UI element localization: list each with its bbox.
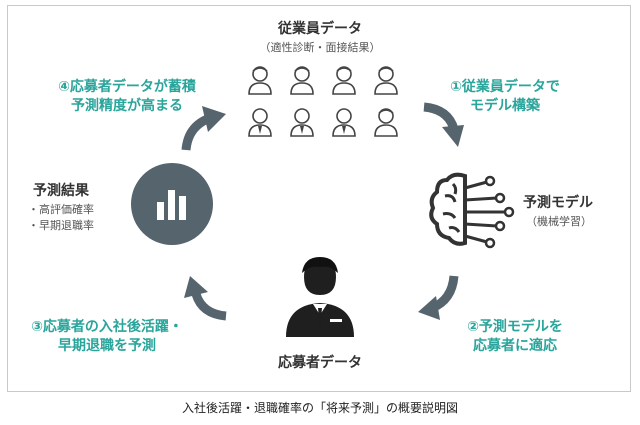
employee-data-title: 従業員データ xyxy=(278,21,362,37)
step1-line1: ①従業員データで xyxy=(450,79,560,95)
step4-line1: ④応募者データが蓄積 xyxy=(58,79,196,95)
result-item: ・高評価確率 xyxy=(28,203,94,216)
person-icon xyxy=(374,66,398,95)
step4-line2: 予測精度が高まる xyxy=(71,98,183,114)
step2-line1: ②予測モデルを xyxy=(467,319,563,335)
result-items: ・高評価確率 ・早期退職率 xyxy=(28,202,94,234)
arrow-top-left-icon xyxy=(181,106,226,151)
brain-network-icon xyxy=(429,172,515,249)
applicant-person-icon xyxy=(286,257,354,337)
person-suit-icon xyxy=(290,108,314,137)
model-title: 予測モデル xyxy=(523,195,593,211)
applicant-data-title: 応募者データ xyxy=(278,355,362,371)
person-suit-icon xyxy=(332,108,356,137)
step2-line2: 応募者に適応 xyxy=(473,338,557,354)
employee-data-subtitle: （適性診断・面接結果） xyxy=(259,41,381,54)
model-subtitle: （機械学習） xyxy=(526,215,592,228)
employee-people-icons xyxy=(248,66,398,137)
step2-label: ②予測モデルを 応募者に適応 xyxy=(445,318,585,356)
arrow-bottom-left-icon xyxy=(184,276,227,321)
result-title: 予測結果 xyxy=(33,183,89,199)
step3-line2: 早期退職を予測 xyxy=(58,338,156,354)
step3-line1: ③応募者の入社後活躍・ xyxy=(31,319,183,335)
figure-caption: 入社後活躍・退職確率の「将来予測」の概要説明図 xyxy=(181,401,458,415)
result-bar-chart-icon xyxy=(131,163,213,245)
result-item: ・早期退職率 xyxy=(28,219,94,232)
arrow-top-right-icon xyxy=(423,102,464,147)
person-icon xyxy=(248,66,272,95)
person-icon xyxy=(374,108,398,137)
step3-label: ③応募者の入社後活躍・ 早期退職を予測 xyxy=(12,318,202,356)
person-suit-icon xyxy=(248,108,272,137)
person-icon xyxy=(290,66,314,95)
person-icon xyxy=(332,66,356,95)
step4-label: ④応募者データが蓄積 予測精度が高まる xyxy=(42,78,212,116)
step1-label: ①従業員データで モデル構築 xyxy=(425,78,585,116)
step1-line2: モデル構築 xyxy=(470,98,540,114)
arrow-bottom-right-icon xyxy=(418,275,459,320)
